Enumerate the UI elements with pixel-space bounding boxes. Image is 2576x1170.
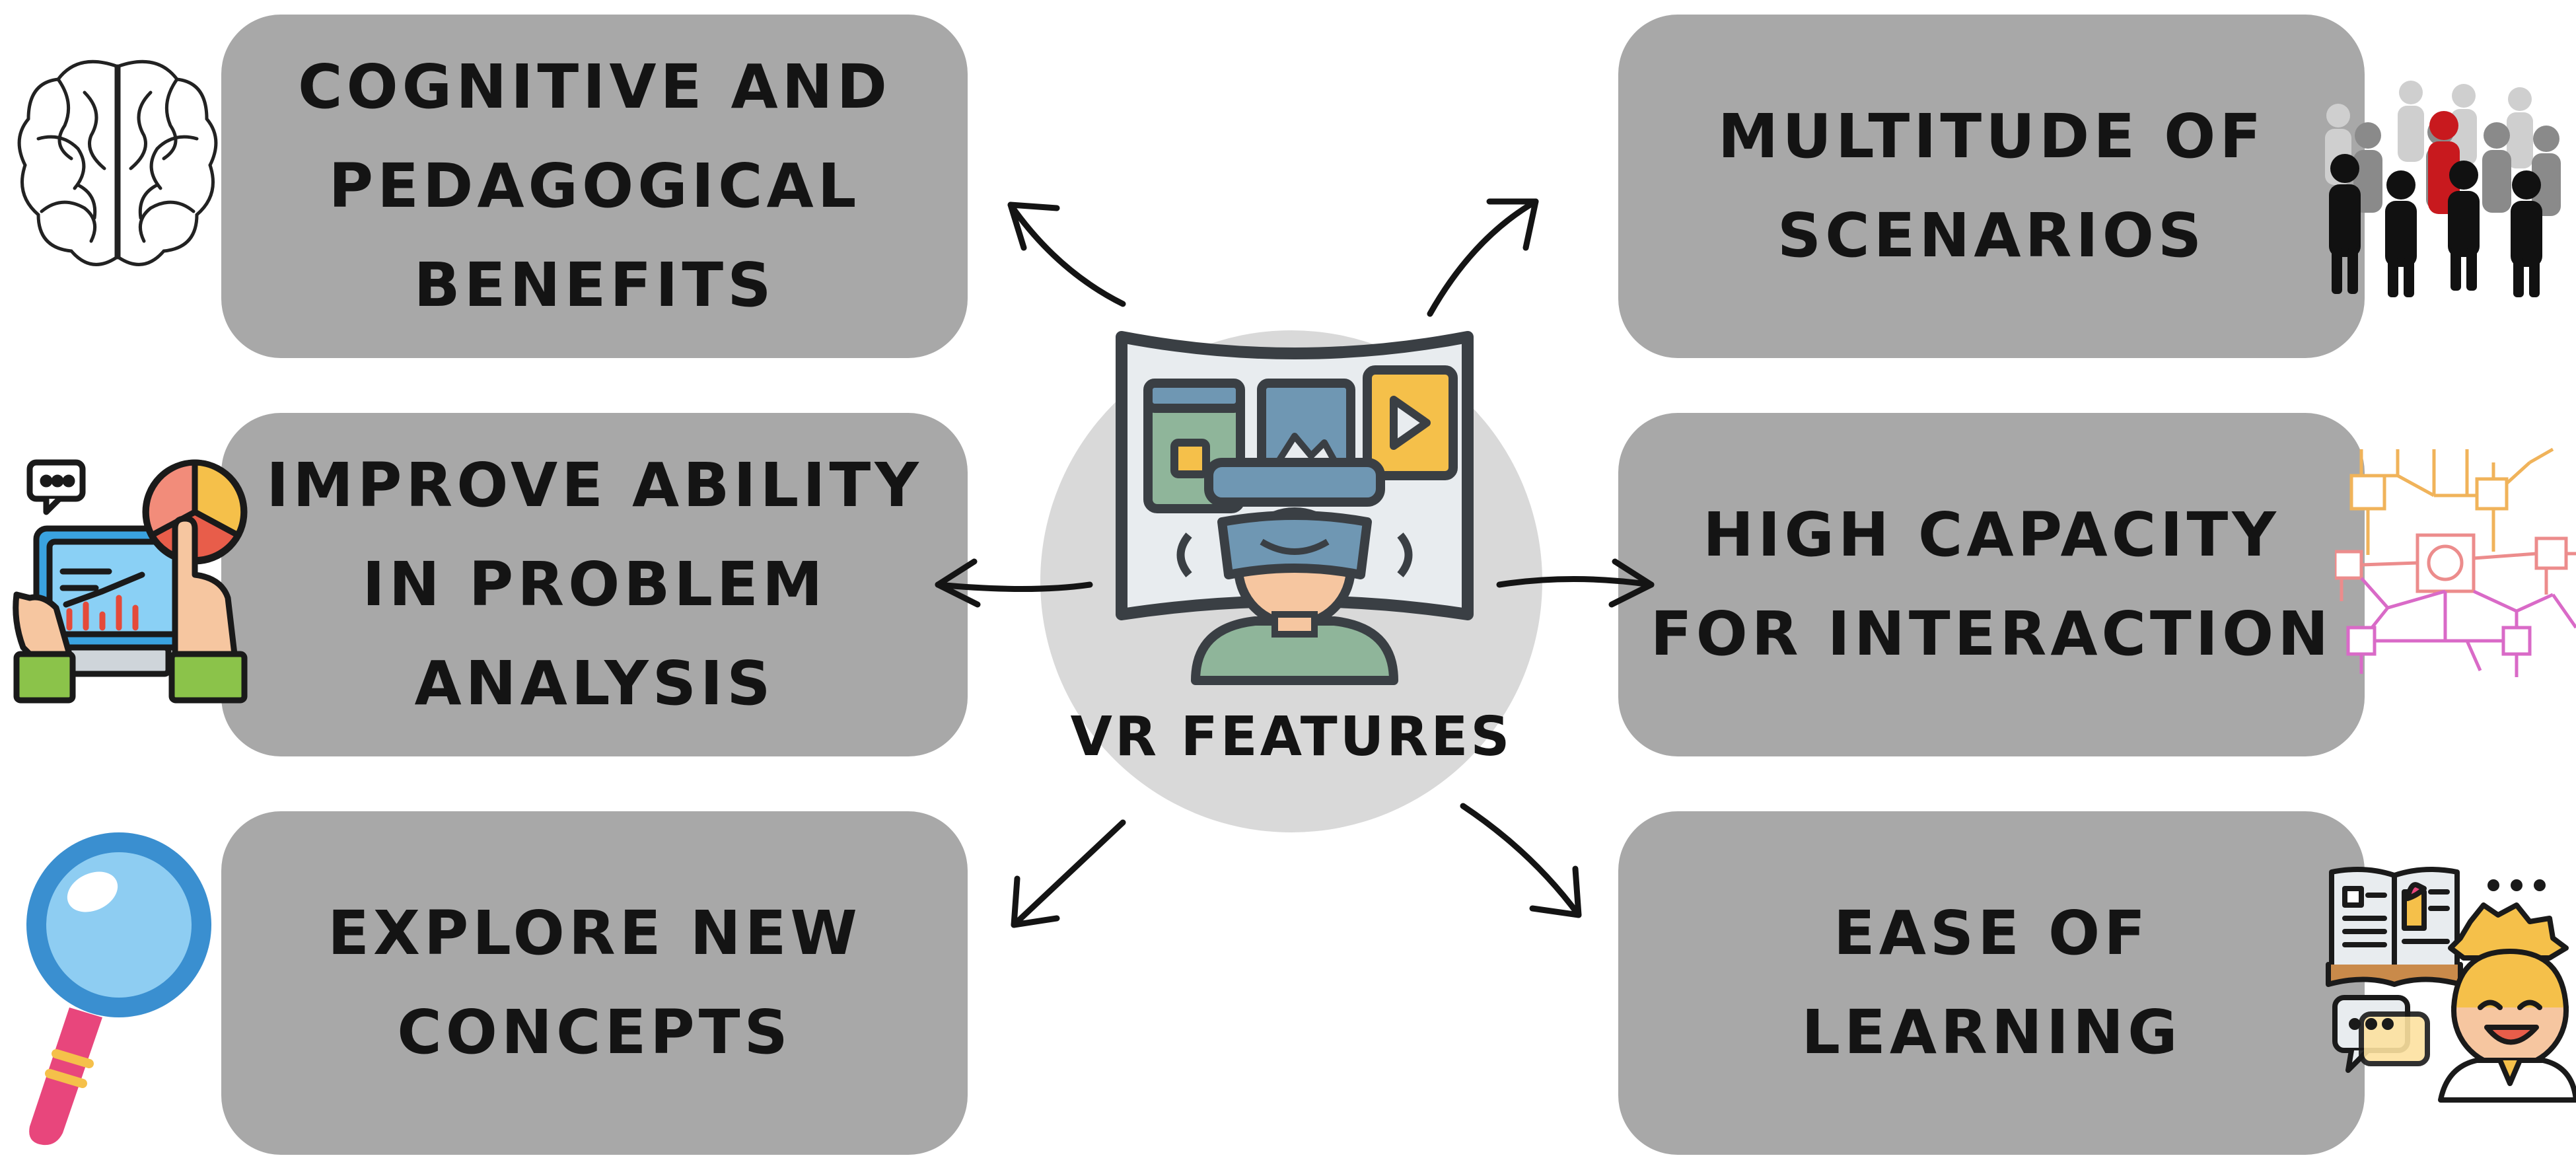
feature-box-ease: EASE OF LEARNING [1618,811,2365,1155]
arrow-to-ease [1460,803,1582,918]
arrowhead-cognitive [1007,201,1060,251]
feature-box-capacity: HIGH CAPACITY FOR INTERACTION [1618,413,2365,756]
arrowhead-explore [1011,875,1060,928]
brain-icon [17,59,218,266]
learning-icon [2326,867,2576,1103]
magnifying-glass-icon [26,832,211,1146]
arrow-to-multitude [1427,198,1539,317]
arrowhead-ease [1529,865,1582,918]
arrowhead-improve [935,558,981,608]
feature-label: HIGH CAPACITY FOR INTERACTION [1650,499,2333,669]
crowd-icon [2325,81,2561,297]
center-title: VR FEATURES [1070,706,1513,768]
arrowhead-capacity [1608,558,1655,608]
arrowhead-multitude [1486,198,1539,251]
arrow-to-explore [1011,819,1126,928]
vr-headset-icon [1116,331,1474,685]
feature-label: EXPLORE NEW CONCEPTS [328,898,861,1068]
feature-box-explore: EXPLORE NEW CONCEPTS [221,811,968,1155]
feature-box-improve: IMPROVE ABILITY IN PROBLEM ANALYSIS [221,413,968,756]
arrow-to-capacity [1496,576,1655,588]
feature-box-multitude: MULTITUDE OF SCENARIOS [1618,15,2365,358]
data-analysis-icon [13,459,248,704]
feature-label: MULTITUDE OF SCENARIOS [1717,101,2266,271]
feature-label: COGNITIVE AND PEDAGOGICAL BENEFITS [297,52,892,320]
feature-label: EASE OF LEARNING [1801,898,2182,1068]
arrow-to-cognitive [1007,201,1126,307]
feature-box-cognitive: COGNITIVE AND PEDAGOGICAL BENEFITS [221,15,968,358]
arrow-to-improve [935,581,1093,592]
feature-label: IMPROVE ABILITY IN PROBLEM ANALYSIS [266,450,923,719]
network-icon [2335,447,2576,677]
